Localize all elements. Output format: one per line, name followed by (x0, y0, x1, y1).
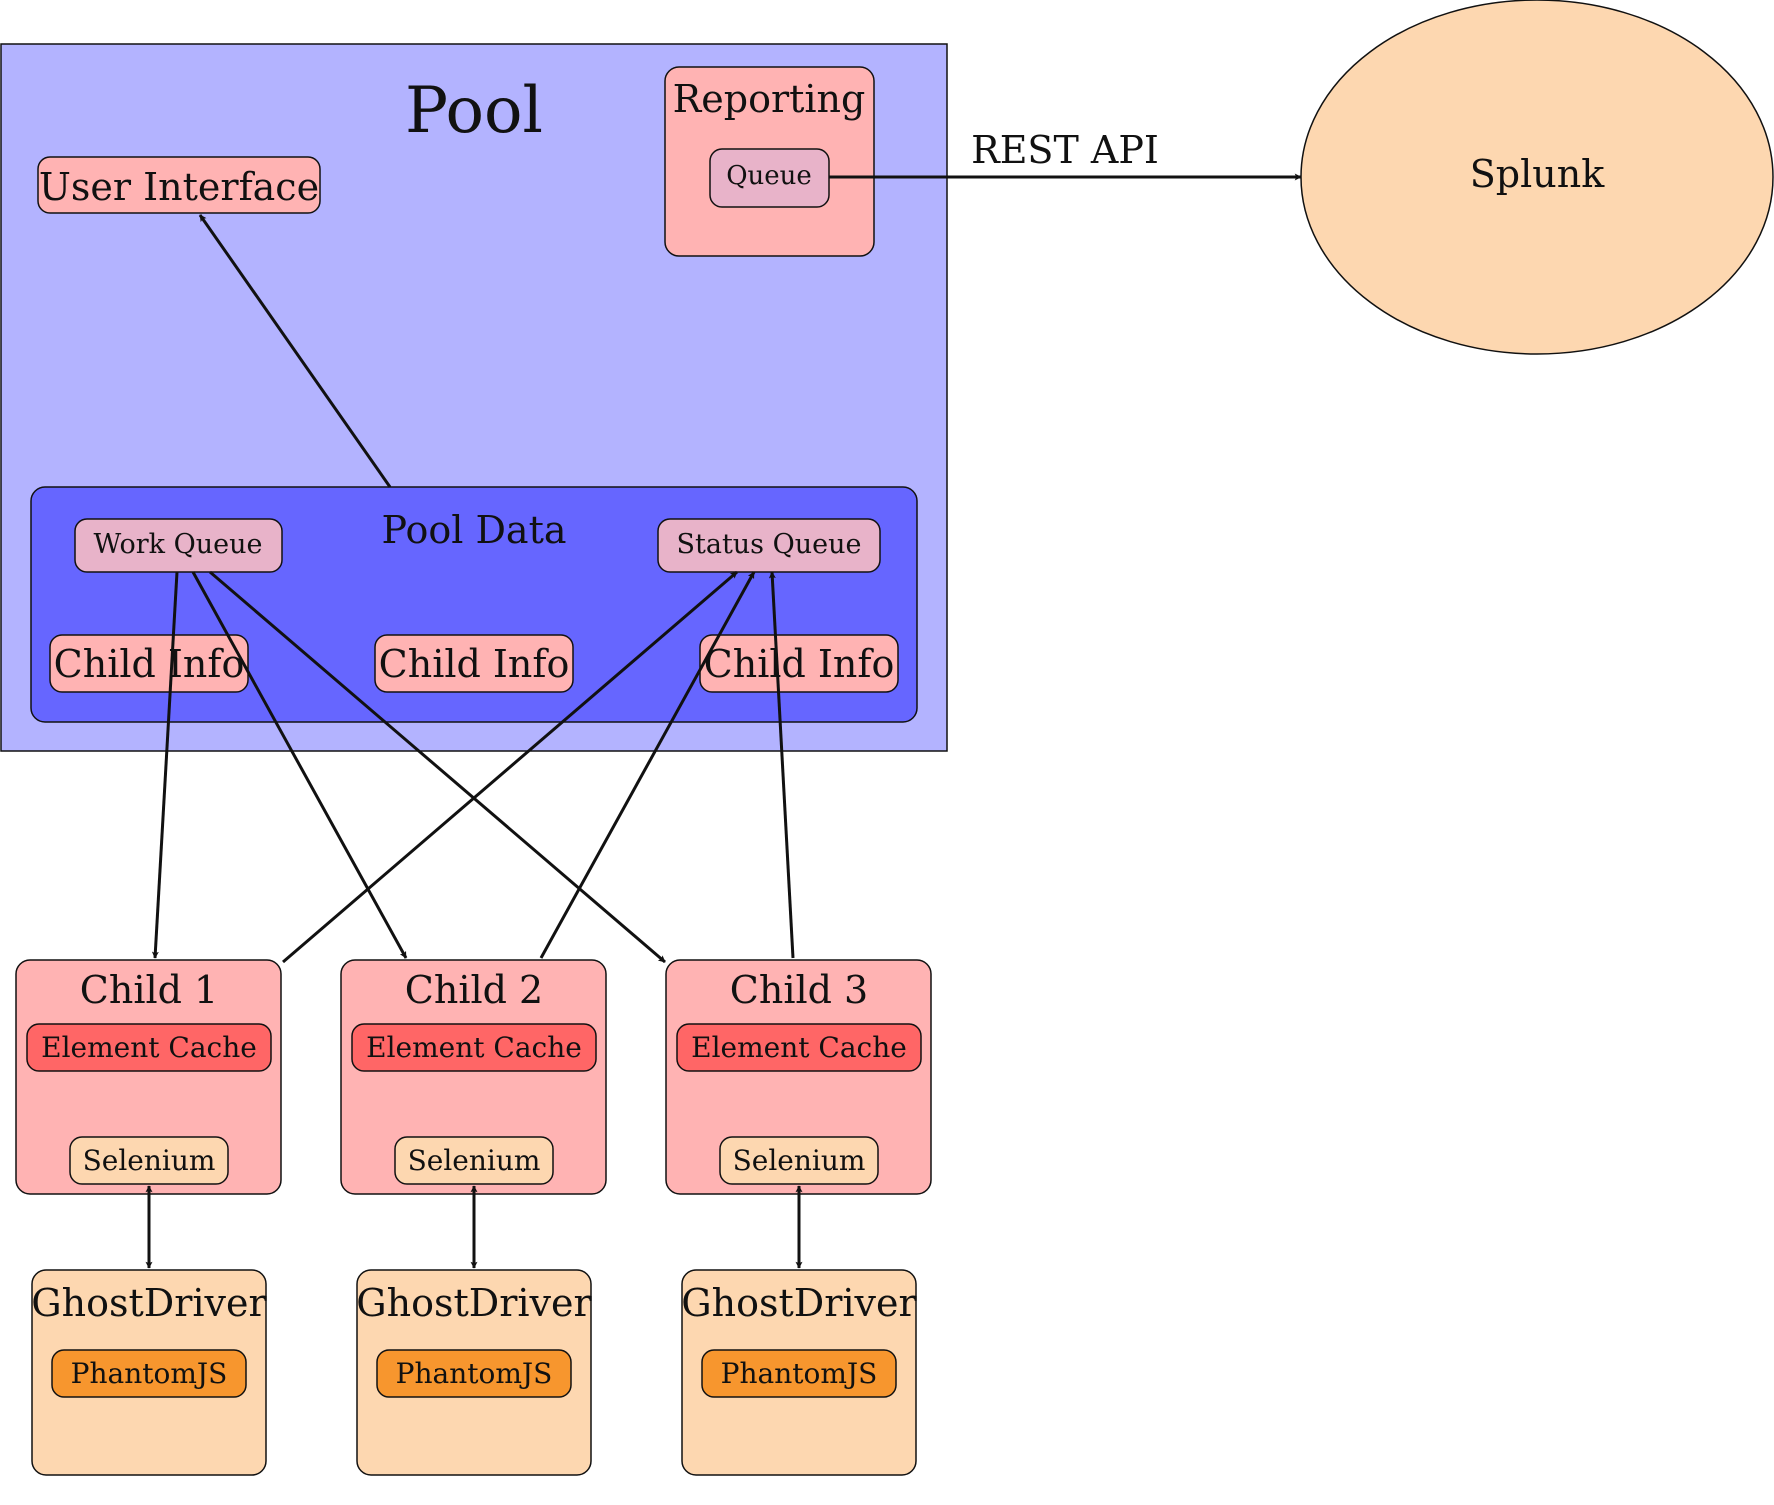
pooldata-to-ui-arrow (198, 214, 392, 488)
ghostdriver-3-group: GhostDriver PhantomJS (681, 1269, 918, 1476)
child-info-2-box (374, 634, 574, 693)
child-info-1-label: Child Info (54, 642, 245, 686)
pool-data-title: Pool Data (381, 508, 566, 552)
work-queue-box (74, 518, 283, 573)
child-1-group: Child 1 Element Cache Selenium (15, 959, 282, 1195)
child-1-selenium-label: Selenium (83, 1144, 216, 1177)
workqueue-to-child2-arrow (191, 571, 408, 959)
child-info-1-box (49, 634, 249, 693)
child-3-cache-box (676, 1023, 922, 1072)
reporting-title: Reporting (673, 77, 866, 121)
child-info-3-label: Child Info (704, 642, 895, 686)
child-1-cache-box (26, 1023, 272, 1072)
ghostdriver-1-group: GhostDriver PhantomJS (31, 1269, 268, 1476)
user-interface-box (37, 156, 321, 214)
child-2-cache-box (351, 1023, 597, 1072)
child-2-cache-label: Element Cache (366, 1031, 582, 1064)
child3-to-statusqueue-arrow (768, 571, 795, 959)
child-2-selenium-label: Selenium (408, 1144, 541, 1177)
phantomjs-2-label: PhantomJS (396, 1357, 553, 1390)
child-info-2-label: Child Info (379, 642, 570, 686)
phantomjs-2-box (376, 1349, 572, 1398)
workqueue-to-child1-arrow (151, 571, 179, 959)
child-info-3-box (699, 634, 899, 693)
pool-title: Pool (405, 74, 543, 148)
child-2-selenium-box (394, 1136, 554, 1185)
child2-to-statusqueue-arrow (539, 571, 756, 959)
ghostdriver-1-title: GhostDriver (31, 1281, 267, 1325)
child-1-cache-label: Element Cache (41, 1031, 257, 1064)
child1-to-statusqueue-arrow (282, 570, 738, 964)
phantomjs-3-label: PhantomJS (721, 1357, 878, 1390)
status-queue-label: Status Queue (677, 529, 862, 560)
ghostdriver-3-title: GhostDriver (681, 1281, 917, 1325)
rest-api-label: REST API (971, 128, 1159, 172)
child-2-title: Child 2 (405, 968, 543, 1012)
phantomjs-3-box (701, 1349, 897, 1398)
child-1-selenium-box (69, 1136, 229, 1185)
child-3-cache-label: Element Cache (691, 1031, 907, 1064)
splunk-node (1300, 0, 1774, 355)
child-3-group: Child 3 Element Cache Selenium (665, 959, 932, 1195)
child-2-group: Child 2 Element Cache Selenium (340, 959, 607, 1195)
splunk-label: Splunk (1470, 152, 1605, 196)
workqueue-to-child3-arrow (209, 570, 666, 964)
child-3-selenium-box (719, 1136, 879, 1185)
reporting-queue-label: Queue (726, 161, 812, 191)
ghostdriver-2-title: GhostDriver (356, 1281, 592, 1325)
phantomjs-1-label: PhantomJS (71, 1357, 228, 1390)
ghostdriver-2-group: GhostDriver PhantomJS (356, 1269, 593, 1476)
child-3-title: Child 3 (730, 968, 868, 1012)
child-1-title: Child 1 (80, 968, 218, 1012)
work-queue-label: Work Queue (94, 529, 263, 560)
phantomjs-1-box (51, 1349, 247, 1398)
user-interface-label: User Interface (39, 165, 319, 209)
child-3-selenium-label: Selenium (733, 1144, 866, 1177)
